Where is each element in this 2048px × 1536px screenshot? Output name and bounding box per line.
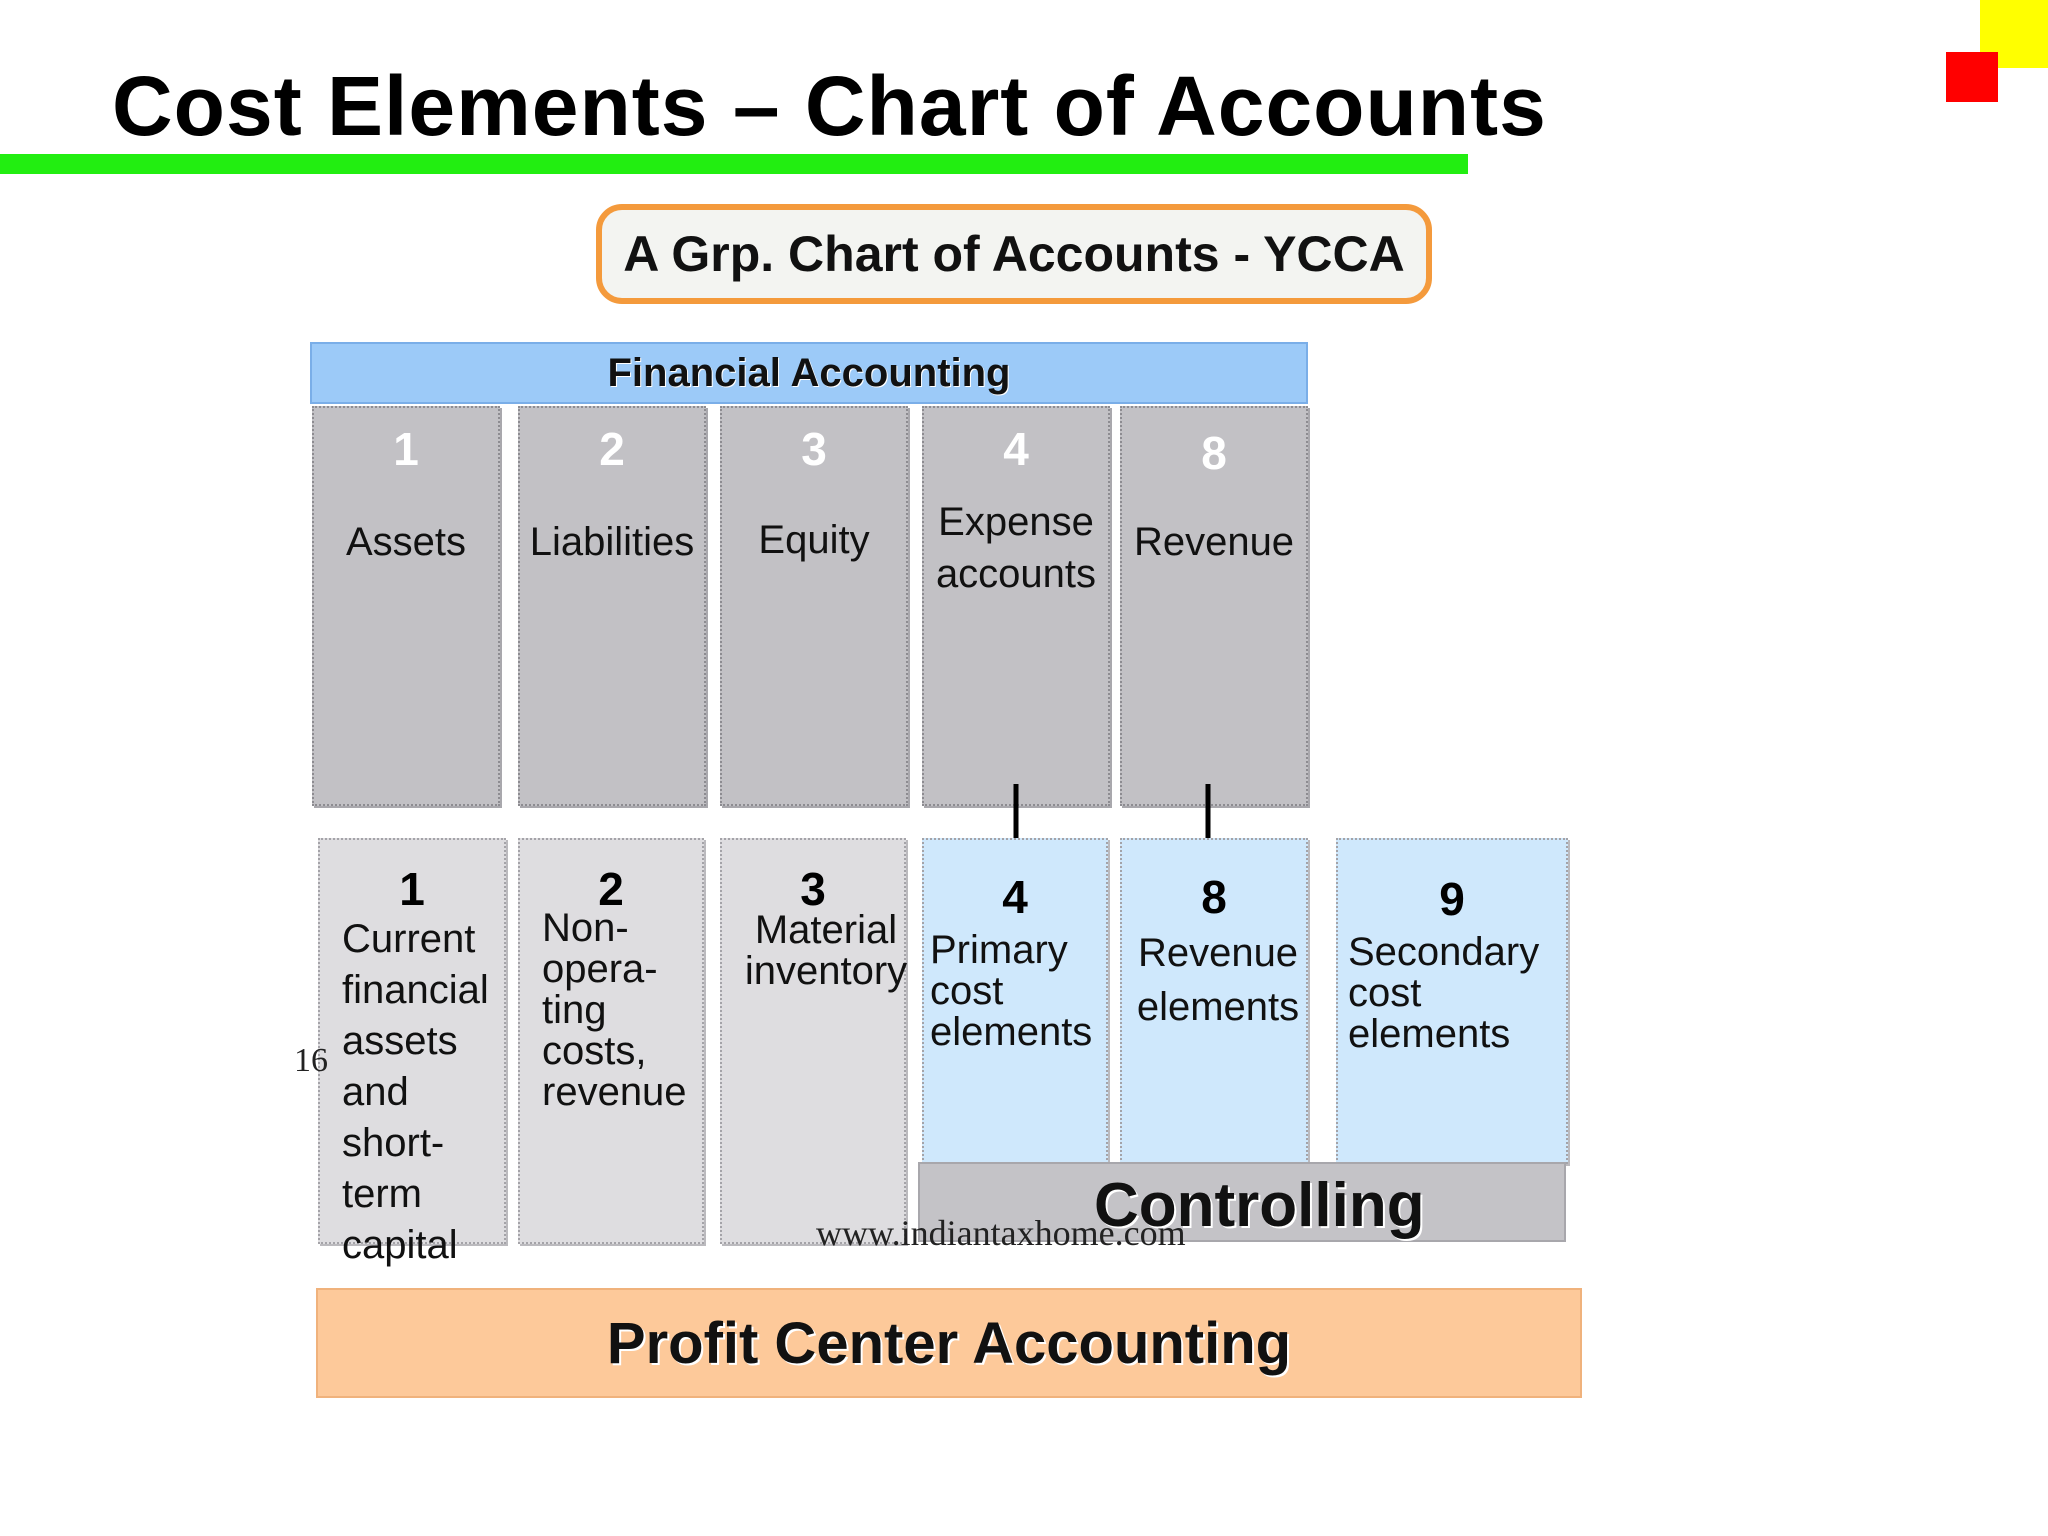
fi-class-number: 4 [1003, 423, 1029, 475]
fi-class-liabilities: 2 Liabilities [518, 406, 706, 806]
fi-class-expense-accounts: 4 Expense accounts [922, 406, 1110, 806]
co-class-material-inventory: 3 Material inventory [720, 838, 907, 1244]
controlling-bar [918, 1162, 1566, 1242]
fi-class-number: 1 [393, 423, 419, 475]
co-class-number: 3 [800, 863, 826, 915]
co-class-label: Primary cost elements [930, 928, 1093, 1054]
financial-accounting-label: Financial Accounting [607, 350, 1011, 395]
fi-class-label: Liabilities [529, 520, 695, 564]
co-class-label: Revenue elements [1136, 931, 1300, 1029]
chart-of-accounts-box: A Grp. Chart of Accounts - YCCA [596, 204, 1432, 304]
co-class-label: Material inventory [744, 908, 908, 993]
corner-red-square [1946, 52, 1998, 102]
fi-class-assets: 1 Assets [312, 406, 500, 806]
co-class-label: Non- opera- ting costs, revenue [542, 906, 687, 1114]
chart-of-accounts-label: A Grp. Chart of Accounts - YCCA [623, 226, 1405, 282]
co-class-number: 9 [1439, 873, 1465, 925]
co-class-label: Secondary cost elements [1348, 930, 1540, 1056]
co-class-number: 1 [399, 863, 425, 915]
fi-class-label: Expense accounts [935, 500, 1097, 596]
co-class-revenue-elements: 8 Revenue elements [1120, 838, 1308, 1164]
co-class-non-operating: 2 Non- opera- ting costs, revenue [518, 838, 704, 1244]
co-class-number: 8 [1201, 871, 1227, 923]
co-class-number: 4 [1002, 871, 1028, 923]
fi-class-label: Revenue [1133, 520, 1295, 564]
watermark-text: www.indiantaxhome.com [816, 1213, 1186, 1253]
profit-center-accounting-bar: Profit Center Accounting [316, 1288, 1582, 1398]
co-class-label: Current financial assets and short- term… [342, 917, 489, 1267]
controlling-label: Controlling [1094, 1171, 1425, 1240]
fi-class-number: 8 [1201, 427, 1227, 479]
co-class-current-financial-assets: 1 Current financial assets and short- te… [318, 838, 506, 1267]
fi-class-equity: 3 Equity [720, 406, 908, 806]
co-class-primary-cost-elements: 4 Primary cost elements [922, 838, 1108, 1164]
slide-title: Cost Elements – Chart of Accounts [112, 59, 1547, 153]
profit-center-accounting-label: Profit Center Accounting [606, 1310, 1292, 1376]
financial-accounting-bar: Financial Accounting [310, 342, 1308, 404]
fi-class-label: Equity [758, 518, 870, 562]
fi-class-number: 3 [801, 423, 827, 475]
page-number: 16 [294, 1042, 328, 1079]
fi-class-label: Assets [345, 520, 467, 564]
co-class-secondary-cost-elements: 9 Secondary cost elements [1336, 838, 1568, 1164]
co-class-number: 2 [598, 863, 624, 915]
fi-class-number: 2 [599, 423, 625, 475]
fi-class-revenue: 8 Revenue [1120, 406, 1308, 806]
title-underline [0, 154, 1468, 174]
